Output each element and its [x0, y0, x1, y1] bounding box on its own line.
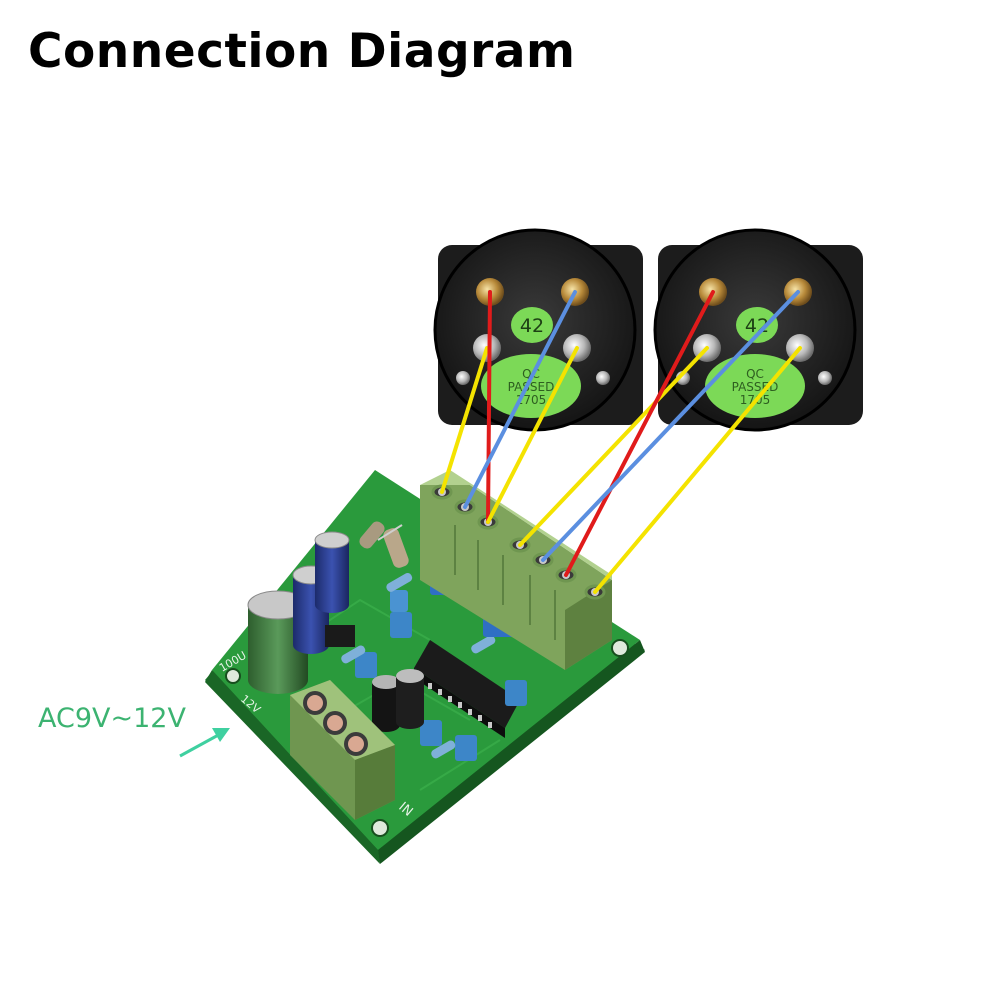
- vu-meter-left: QC PASSED 1705 42: [433, 228, 643, 432]
- electrolytic-capacitors: [247, 531, 424, 732]
- wire-yellow: [593, 346, 802, 594]
- page-title: Connection Diagram: [28, 24, 576, 79]
- model-sticker: [511, 307, 553, 343]
- wire-red: [564, 290, 715, 577]
- mount-hole: [225, 668, 241, 684]
- power-arrow-icon: [179, 728, 230, 758]
- wire-red: [486, 290, 492, 524]
- mount-hole: [611, 639, 629, 657]
- qc-text: QC: [746, 367, 764, 381]
- model-number: 42: [520, 315, 544, 337]
- wires: [440, 290, 802, 594]
- wire-yellow: [518, 346, 709, 547]
- mount-hole: [371, 819, 389, 837]
- film-capacitors: [355, 590, 527, 761]
- vu-meter-right: QC PASSED 1705 42: [653, 228, 863, 432]
- qc-sticker: [481, 354, 581, 418]
- model-sticker: [736, 307, 778, 343]
- wire-yellow: [486, 346, 579, 524]
- output-terminal-block: [420, 470, 612, 670]
- screw: [596, 371, 610, 385]
- power-input-label: AC9V~12V: [38, 703, 186, 734]
- qc-text: PASSED: [508, 380, 555, 394]
- wire-blue: [541, 290, 800, 562]
- wire-yellow: [440, 346, 489, 494]
- screw: [818, 371, 832, 385]
- wire-blue: [463, 290, 577, 509]
- input-terminal-block: [290, 680, 395, 820]
- resistors: [341, 521, 496, 759]
- screw: [456, 371, 470, 385]
